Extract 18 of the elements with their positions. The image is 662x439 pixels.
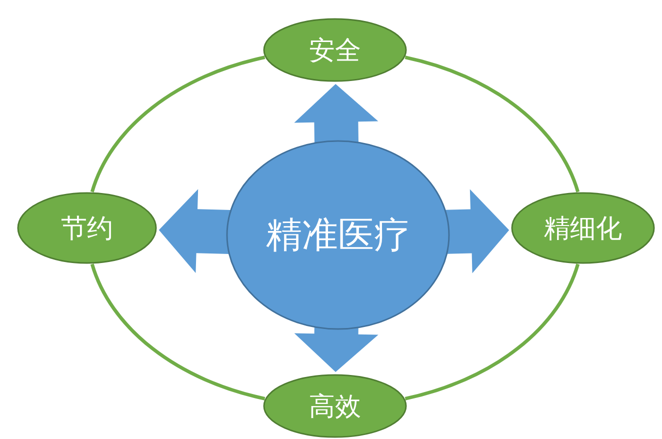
- ring-arc: [90, 56, 266, 193]
- center-ellipse: [226, 140, 450, 330]
- node-label: 精准医疗: [266, 214, 410, 258]
- ring-arc: [90, 263, 266, 400]
- node-label: 精细化: [544, 212, 622, 246]
- goal-ellipse: [263, 18, 407, 82]
- ring-arc: [404, 56, 580, 193]
- ring-arc: [404, 263, 580, 400]
- goal-ellipse: [263, 374, 407, 438]
- node-label: 节约: [61, 212, 113, 246]
- block-arrow: [294, 326, 378, 372]
- block-arrow: [158, 189, 231, 273]
- goal-ellipse: [511, 192, 655, 264]
- node-label: 安全: [309, 34, 361, 68]
- block-arrow: [445, 189, 510, 274]
- block-arrow: [294, 84, 378, 144]
- node-label: 高效: [309, 390, 361, 424]
- goal-ellipse: [17, 192, 157, 264]
